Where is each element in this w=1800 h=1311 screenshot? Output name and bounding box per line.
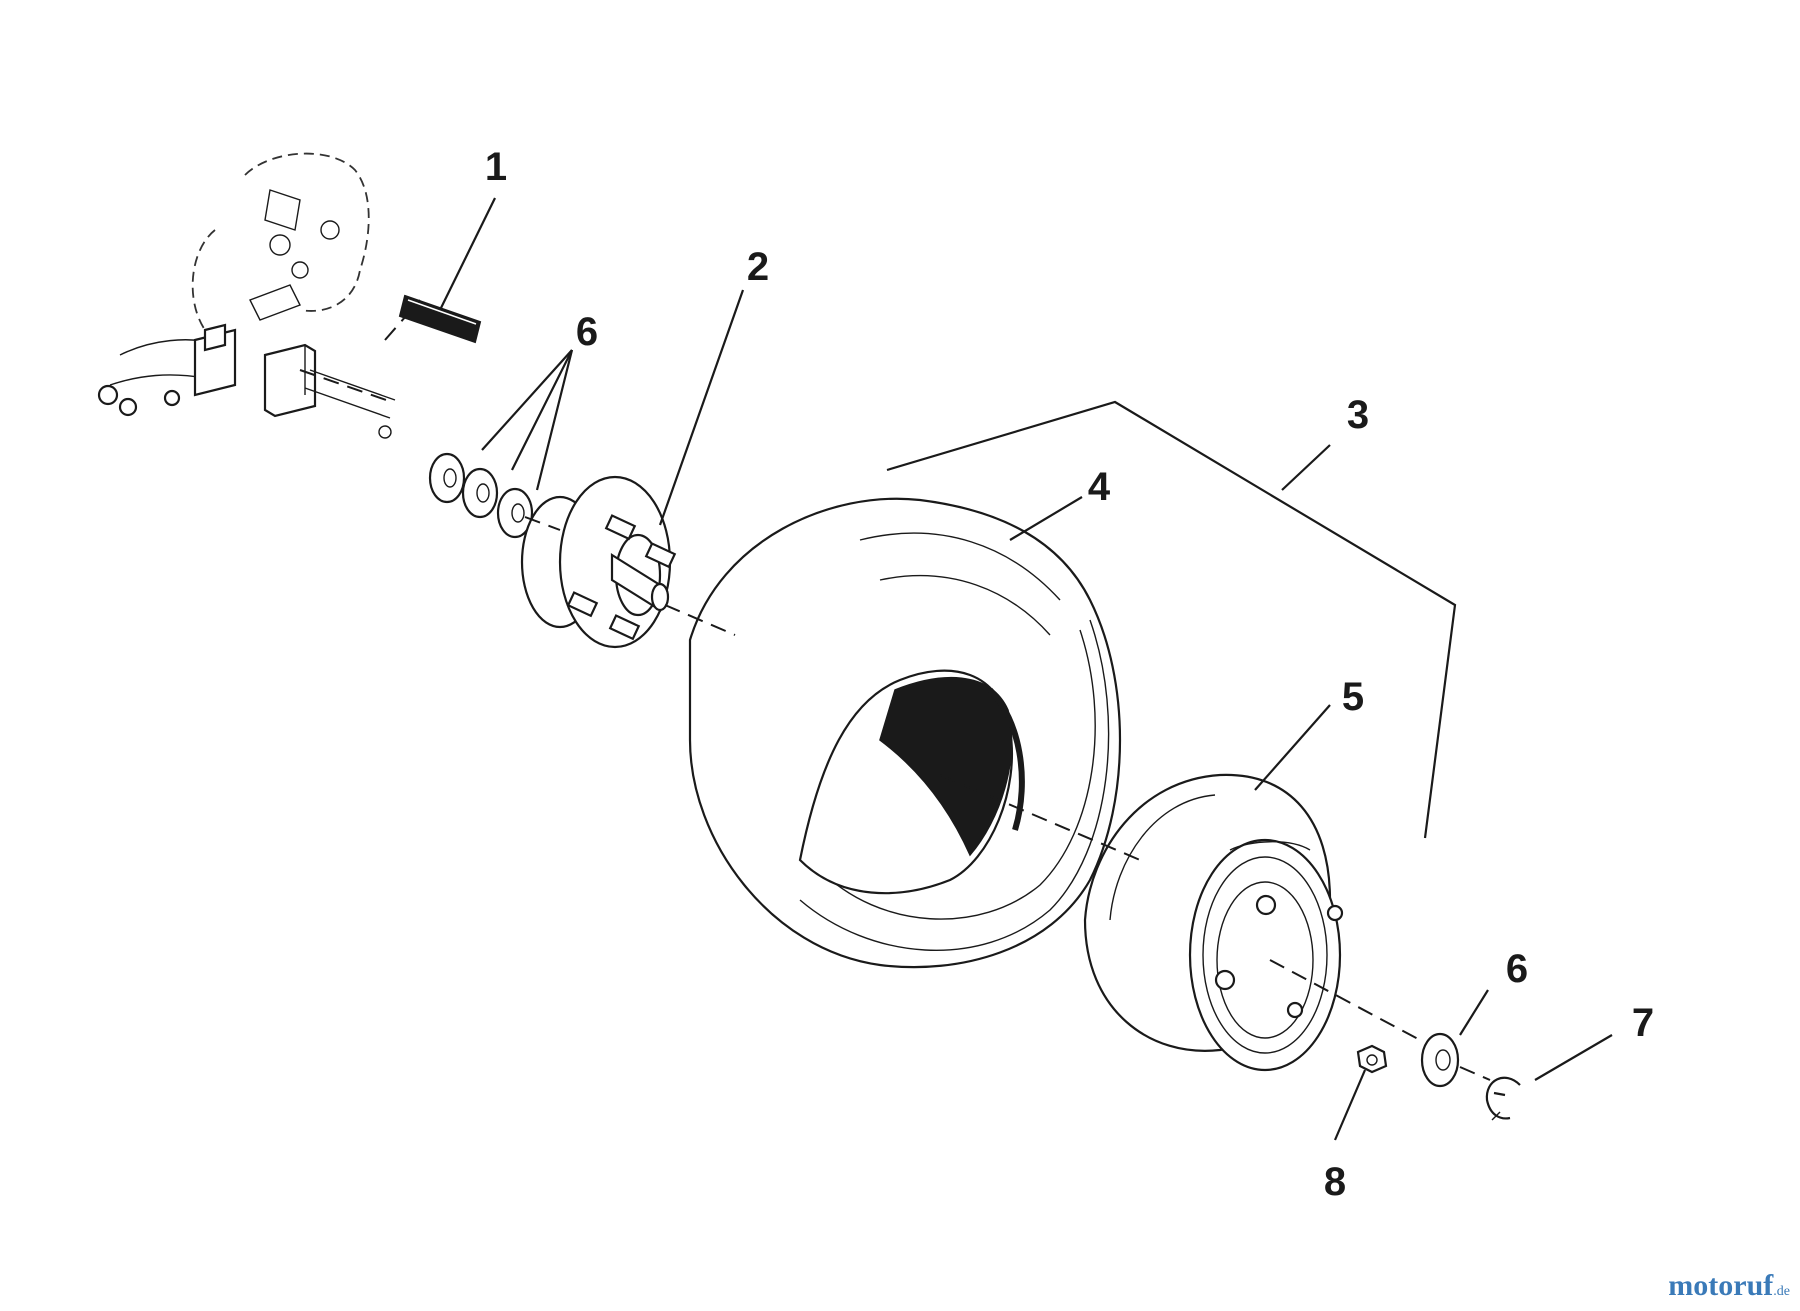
rim-part-5 <box>1083 773 1344 1072</box>
wheel-studs <box>566 514 677 641</box>
motoruf-watermark: motoruf.de <box>1668 1269 1790 1303</box>
axle-shaft <box>304 369 396 439</box>
lug-nut-part-8 <box>1356 1044 1388 1074</box>
callout-3: 3 <box>1347 393 1369 437</box>
hub-part-2 <box>520 475 677 649</box>
e-clip-part-7 <box>1485 1076 1521 1121</box>
callout-7: 7 <box>1632 1001 1654 1045</box>
callout-6-lower: 6 <box>1506 947 1528 991</box>
leader-lines <box>439 197 1613 1141</box>
callout-labels: 1 2 6 3 4 5 6 7 8 <box>485 145 1654 1204</box>
callout-5: 5 <box>1342 675 1364 719</box>
callout-6-upper: 6 <box>576 310 598 354</box>
callout-8: 8 <box>1324 1160 1346 1204</box>
callout-4: 4 <box>1088 465 1111 509</box>
tire-part-4 <box>688 497 1122 969</box>
washers-part-6 <box>428 452 534 539</box>
washer-part-6-outer <box>1420 1032 1460 1088</box>
key-part-1 <box>398 294 482 344</box>
transaxle-housing <box>97 152 370 418</box>
watermark-name: motoruf <box>1668 1269 1774 1302</box>
callout-2: 2 <box>747 245 769 289</box>
callout-1: 1 <box>485 145 507 189</box>
watermark-tld: .de <box>1773 1284 1790 1299</box>
assembly-centerlines <box>299 299 1491 1081</box>
